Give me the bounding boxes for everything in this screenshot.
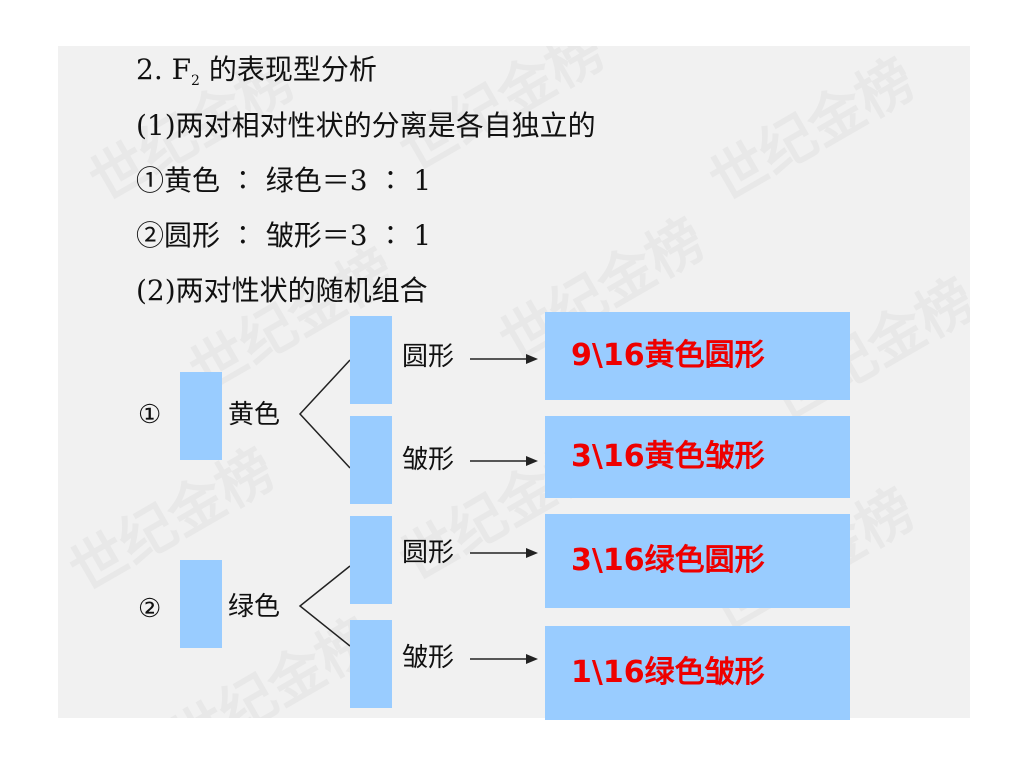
group-marker-1: ① — [138, 400, 162, 430]
text-line-4: (2)两对性状的随机组合 — [136, 274, 428, 307]
section-heading: 2. F2 的表现型分析 — [136, 52, 377, 99]
blank-box — [350, 316, 392, 404]
blank-box — [350, 516, 392, 604]
parent-trait-green: 绿色 — [228, 592, 281, 622]
branch-label-round: 圆形 — [402, 538, 455, 568]
bracket-line — [298, 359, 351, 469]
heading-title: 的表现型分析 — [199, 53, 377, 86]
text-line-1: (1)两对相对性状的分离是各自独立的 — [136, 109, 596, 142]
blank-box — [350, 416, 392, 504]
text-line-2: ①黄色 ∶ 绿色＝3 ∶ 1 — [136, 164, 432, 197]
arrowhead-icon — [526, 654, 538, 664]
heading-subscript: 2 — [191, 73, 200, 89]
arrowhead-icon — [526, 456, 538, 466]
blank-box — [180, 372, 222, 460]
branch-label-round: 圆形 — [402, 342, 455, 372]
branch-label-wrinkled: 皱形 — [402, 643, 455, 673]
arrowhead-icon — [526, 548, 538, 558]
group-marker-2: ② — [138, 594, 162, 624]
result-box-yellow-wrinkled: 3\16黄色皱形 — [545, 416, 850, 498]
branch-label-wrinkled: 皱形 — [402, 445, 455, 475]
parent-trait-yellow: 黄色 — [228, 400, 281, 430]
arrowhead-icon — [526, 354, 538, 364]
heading-number: 2. F — [136, 53, 192, 86]
blank-box — [350, 620, 392, 708]
blank-box — [180, 560, 222, 648]
result-box-yellow-round: 9\16黄色圆形 — [545, 312, 850, 400]
text-line-3: ②圆形 ∶ 皱形＝3 ∶ 1 — [136, 219, 432, 252]
bracket-line — [298, 565, 351, 647]
result-box-green-round: 3\16绿色圆形 — [545, 514, 850, 608]
result-box-green-wrinkled: 1\16绿色皱形 — [545, 626, 850, 720]
